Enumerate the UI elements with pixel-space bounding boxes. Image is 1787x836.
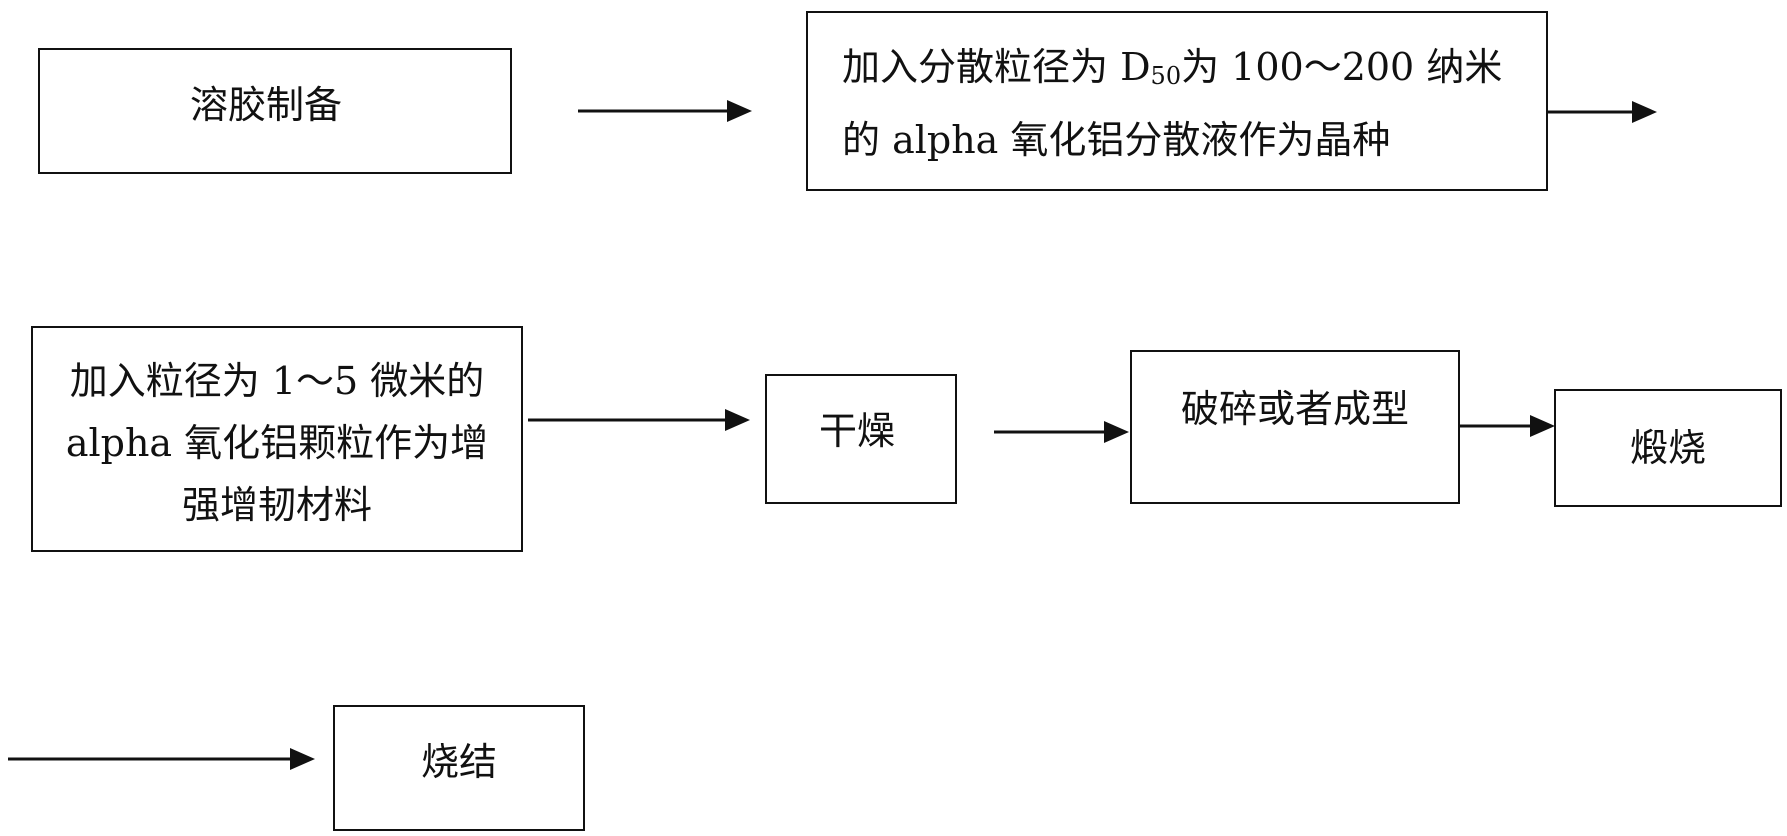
node-drying-label: 干燥 (819, 409, 896, 453)
seed-label-prefix: 加入分散粒径为 D (842, 45, 1151, 89)
arrow-dry-to-crush (994, 421, 1129, 443)
node-sol-preparation: 溶胶制备 (38, 48, 512, 174)
arrow-crush-to-calcine (1460, 415, 1555, 437)
seed-label-suffix: 为 100～200 纳米的 alpha 氧化铝分散液作为晶种 (842, 45, 1503, 162)
seed-label-subscript: 50 (1150, 62, 1182, 90)
node-calcination-label: 煅烧 (1629, 426, 1706, 470)
arrow-calcine-to-sinter (8, 748, 315, 770)
node-sol-preparation-label: 溶胶制备 (190, 83, 343, 127)
node-crushing-or-forming-label: 破碎或者成型 (1180, 387, 1409, 431)
node-seed-addition-label: 加入分散粒径为 D50为 100～200 纳米的 alpha 氧化铝分散液作为晶… (842, 35, 1532, 172)
node-drying: 干燥 (765, 374, 957, 504)
node-sintering-label: 烧结 (420, 740, 497, 784)
arrow-sol-to-seed (578, 100, 752, 122)
node-toughening-addition: 加入粒径为 1～5 微米的 alpha 氧化铝颗粒作为增强增韧材料 (31, 326, 523, 552)
node-sintering: 烧结 (333, 705, 585, 831)
arrow-toughen-to-dry (528, 409, 750, 431)
node-calcination: 煅烧 (1554, 389, 1782, 507)
node-toughening-addition-label: 加入粒径为 1～5 微米的 alpha 氧化铝颗粒作为增强增韧材料 (65, 359, 489, 527)
arrow-seed-to-toughen (1547, 101, 1657, 123)
node-seed-addition: 加入分散粒径为 D50为 100～200 纳米的 alpha 氧化铝分散液作为晶… (806, 11, 1548, 191)
node-crushing-or-forming: 破碎或者成型 (1130, 350, 1460, 504)
